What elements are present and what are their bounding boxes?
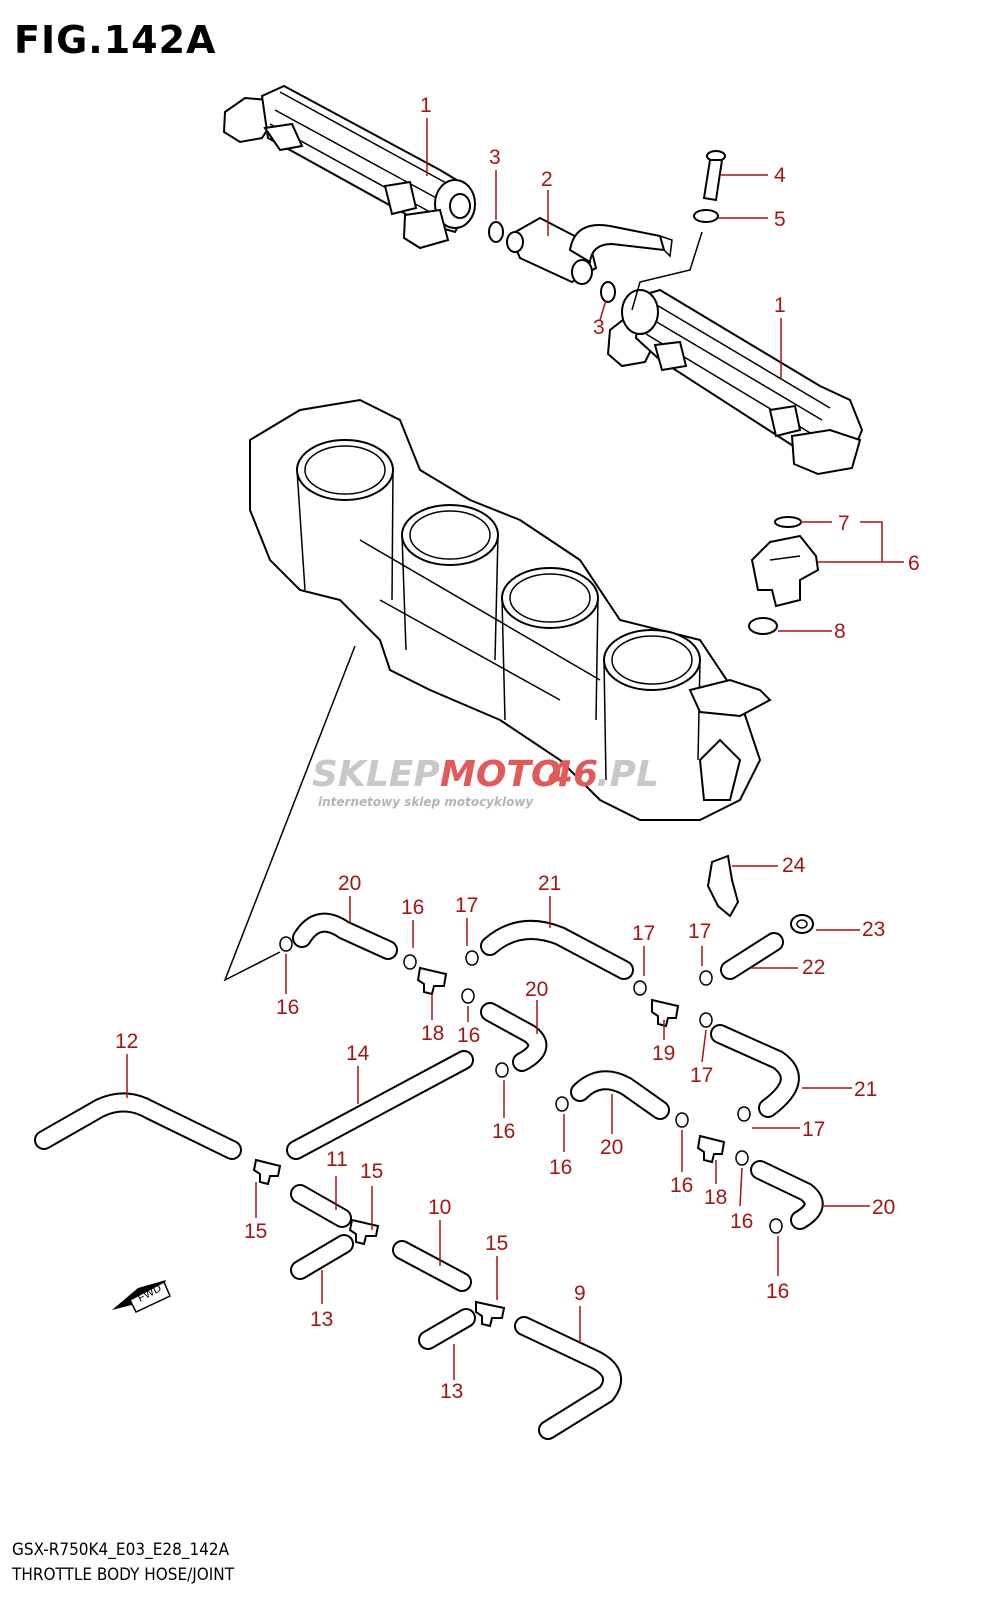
callout-23: 23	[862, 918, 885, 941]
callout-16-mid: 16	[492, 1120, 515, 1143]
leader-lines	[126, 118, 904, 1380]
callout-17-lower: 17	[690, 1064, 713, 1087]
callout-11: 11	[326, 1148, 348, 1171]
figure-caption: THROTTLE BODY HOSE/JOINT	[12, 1565, 235, 1585]
figure-title: FIG.142A	[14, 18, 217, 62]
callout-18-upper: 18	[421, 1022, 444, 1045]
callout-22: 22	[802, 956, 825, 979]
model-code: GSX-R750K4_E03_E28_142A	[12, 1540, 230, 1560]
o-ring-3b	[600, 281, 616, 303]
watermark-part4: .PL	[596, 754, 659, 795]
callout-24: 24	[782, 854, 806, 877]
joints	[252, 966, 726, 1328]
callout-15-right: 15	[485, 1232, 508, 1255]
callout-16-lower-mid: 16	[670, 1174, 693, 1197]
callout-13-left: 13	[310, 1308, 333, 1331]
callout-7: 7	[838, 512, 850, 535]
callout-16-lower-right: 16	[730, 1210, 753, 1233]
callout-16-lower-left: 16	[549, 1156, 572, 1179]
callout-20-mid: 20	[525, 978, 548, 1001]
callout-17-right: 17	[688, 920, 711, 943]
bolt-guide-line	[631, 231, 703, 311]
hose-clamps	[279, 936, 783, 1234]
throttle-body-assembly	[249, 398, 772, 821]
callout-12: 12	[115, 1030, 138, 1053]
callout-5: 5	[774, 208, 786, 231]
hose-clip-24	[706, 854, 740, 918]
callout-16-upper-mid: 16	[457, 1024, 480, 1047]
callout-3a: 3	[489, 146, 501, 169]
callout-1a: 1	[420, 94, 432, 117]
callout-16-left: 16	[276, 996, 299, 1019]
watermark-tagline: internetowy sklep motocyklowy	[318, 795, 534, 809]
callout-16-top: 16	[401, 896, 424, 919]
t-joint-15-a	[252, 1158, 282, 1186]
callout-15-mid: 15	[360, 1160, 383, 1183]
fwd-arrow: FWD	[112, 1280, 171, 1313]
callout-20-lower: 20	[600, 1136, 623, 1159]
washer	[693, 209, 719, 223]
hose-clamp-23	[790, 914, 814, 934]
callout-15-left: 15	[244, 1220, 267, 1243]
callout-17-top: 17	[455, 894, 478, 917]
watermark-part3: 46	[547, 754, 598, 795]
callout-14: 14	[346, 1042, 370, 1065]
callout-13-lower: 13	[440, 1380, 463, 1403]
fuel-pipe-joint	[506, 216, 673, 285]
callout-17-bottom: 17	[802, 1118, 825, 1141]
callout-6: 6	[908, 552, 920, 575]
callout-20-top: 20	[338, 872, 361, 895]
o-ring-3a	[488, 221, 504, 243]
callout-17-mid: 17	[632, 922, 655, 945]
callout-21-right: 21	[854, 1078, 877, 1101]
callout-3b: 3	[593, 316, 605, 339]
callout-labels: 1 1 2 3 3 4 5 6 7 8 20 16 17 21 17 17 24…	[115, 94, 920, 1403]
guide-line-throttle	[223, 645, 356, 982]
t-joint-18-lower	[696, 1134, 726, 1164]
callout-1b: 1	[774, 294, 786, 317]
callout-21-top: 21	[538, 872, 561, 895]
callout-2: 2	[541, 168, 553, 191]
fuel-rail-right	[606, 288, 864, 476]
fuel-rail-left	[222, 84, 476, 250]
callout-4: 4	[774, 164, 786, 187]
watermark: SKLEP MOTO 46 .PL internetowy sklep moto…	[312, 754, 659, 809]
t-joint-18-upper	[416, 966, 448, 996]
t-joint-19	[651, 998, 680, 1028]
callout-19: 19	[652, 1042, 675, 1065]
callout-20-right: 20	[872, 1196, 895, 1219]
watermark-part2: MOTO	[440, 754, 562, 795]
hoses	[34, 912, 824, 1440]
callout-18-lower: 18	[704, 1186, 727, 1209]
callout-8: 8	[834, 620, 846, 643]
bolt	[702, 150, 726, 202]
callout-9: 9	[574, 1282, 586, 1305]
fuel-injector	[748, 516, 820, 635]
callout-10: 10	[428, 1196, 451, 1219]
callout-16-bottom: 16	[766, 1280, 789, 1303]
watermark-part1: SKLEP	[312, 754, 440, 795]
t-joint-15-c	[475, 1300, 506, 1328]
t-joint-15-b	[348, 1218, 380, 1246]
